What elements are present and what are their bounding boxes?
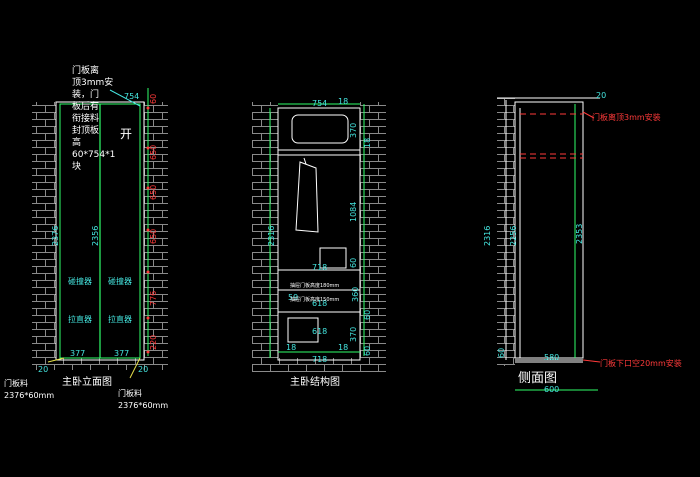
dim-2256: 2256 [509, 226, 518, 246]
left-wall [32, 102, 56, 366]
dim-ticks [146, 106, 150, 354]
dim-377-right: 377 [114, 349, 129, 358]
dim-754: 754 [312, 99, 327, 108]
dim-20-left: 20 [38, 365, 48, 374]
right-dim: 220 [149, 335, 158, 350]
dim-370: 370 [349, 123, 358, 138]
right-dim: 650 [149, 185, 158, 200]
right-dim: 650 [149, 145, 158, 160]
dim-360: 360 [351, 287, 360, 302]
leader-line-left [47, 357, 65, 363]
dim-618: 618 [312, 299, 327, 308]
dim-18: 18 [363, 138, 372, 148]
dim-59: 59 [288, 293, 298, 302]
dim-2353: 2353 [575, 224, 584, 244]
dim-580: 580 [544, 353, 559, 362]
drawer-label: 抽屉门板高度180mm [290, 282, 339, 289]
dim-18: 18 [286, 343, 296, 352]
dim-60: 60 [363, 346, 372, 356]
door-material-right: 2376*60mm [118, 401, 168, 410]
dim-18: 18 [338, 343, 348, 352]
dim-1084: 1084 [349, 202, 358, 222]
dim-60: 60 [497, 348, 506, 358]
dim-20-right: 20 [138, 365, 148, 374]
front-note-line: 板后有 [72, 100, 99, 112]
dim-718: 718 [312, 355, 327, 364]
dim-60: 60 [363, 310, 372, 320]
open-label: 开 [120, 127, 132, 141]
leader-line-right [129, 357, 141, 379]
front-note-line: 块 [72, 160, 81, 172]
dim-600: 600 [544, 385, 559, 394]
front-note-line: 封顶板 [72, 124, 99, 136]
hardware-label: 碰撞器 [108, 276, 132, 286]
storage-box-icon [287, 317, 319, 343]
door-material-left: 2376*60mm [4, 391, 54, 400]
dim-2316: 2316 [267, 226, 276, 246]
note-leader-top [582, 111, 595, 119]
structure-view [252, 102, 386, 372]
dim-754: 754 [124, 92, 139, 101]
front-note-line: 60*754*1 [72, 150, 115, 160]
dim-2316: 2316 [483, 226, 492, 246]
left-wall [252, 102, 278, 366]
door-material-left: 门板料 [4, 378, 28, 388]
front-title: 主卧立面图 [62, 375, 112, 388]
floor [252, 358, 386, 372]
structure-title: 主卧结构图 [290, 375, 340, 388]
side-outline [514, 101, 584, 359]
leader-line [109, 89, 141, 107]
coat-icon [295, 157, 319, 233]
front-note-line: 门板离 [72, 64, 99, 76]
dim-2356: 2356 [91, 226, 100, 246]
wardrobe-outline [55, 101, 145, 361]
front-note-line: 衔接料 [72, 112, 99, 124]
side-view [497, 97, 601, 391]
hardware-label: 拉直器 [108, 314, 132, 324]
dim-718: 718 [312, 263, 327, 272]
note-leader-bottom [582, 359, 601, 363]
front-note-line: 高 [72, 136, 81, 148]
front-elevation [32, 88, 168, 379]
hardware-label: 碰撞器 [68, 276, 92, 286]
dim-18: 18 [338, 97, 348, 106]
hardware-label: 拉直器 [68, 314, 92, 324]
folded-blanket-icon [291, 114, 349, 144]
floor [32, 358, 168, 370]
dim-60: 60 [349, 258, 358, 268]
folded-clothes-icon [319, 247, 347, 269]
front-note-line: 装，门 [72, 88, 99, 100]
dim-370: 370 [349, 327, 358, 342]
front-note-line: 顶3mm安 [72, 76, 113, 88]
side-note-bottom: 门板下口空20mm安装 [600, 358, 682, 368]
side-note-top: 门板离顶3mm安装 [592, 112, 661, 122]
door-material-right: 门板料 [118, 388, 142, 398]
right-dim: 650 [149, 229, 158, 244]
right-dim: 776 [149, 291, 158, 306]
dim-618: 618 [312, 327, 327, 336]
side-title: 侧面图 [518, 371, 557, 386]
dim-20: 20 [596, 91, 606, 100]
right-dim: 60 [149, 94, 158, 104]
dim-377-left: 377 [70, 349, 85, 358]
cabinet-outline [277, 107, 361, 361]
dim-2376: 2376 [51, 226, 60, 246]
drawer-label: 抽屉门板高度150mm [290, 296, 339, 303]
